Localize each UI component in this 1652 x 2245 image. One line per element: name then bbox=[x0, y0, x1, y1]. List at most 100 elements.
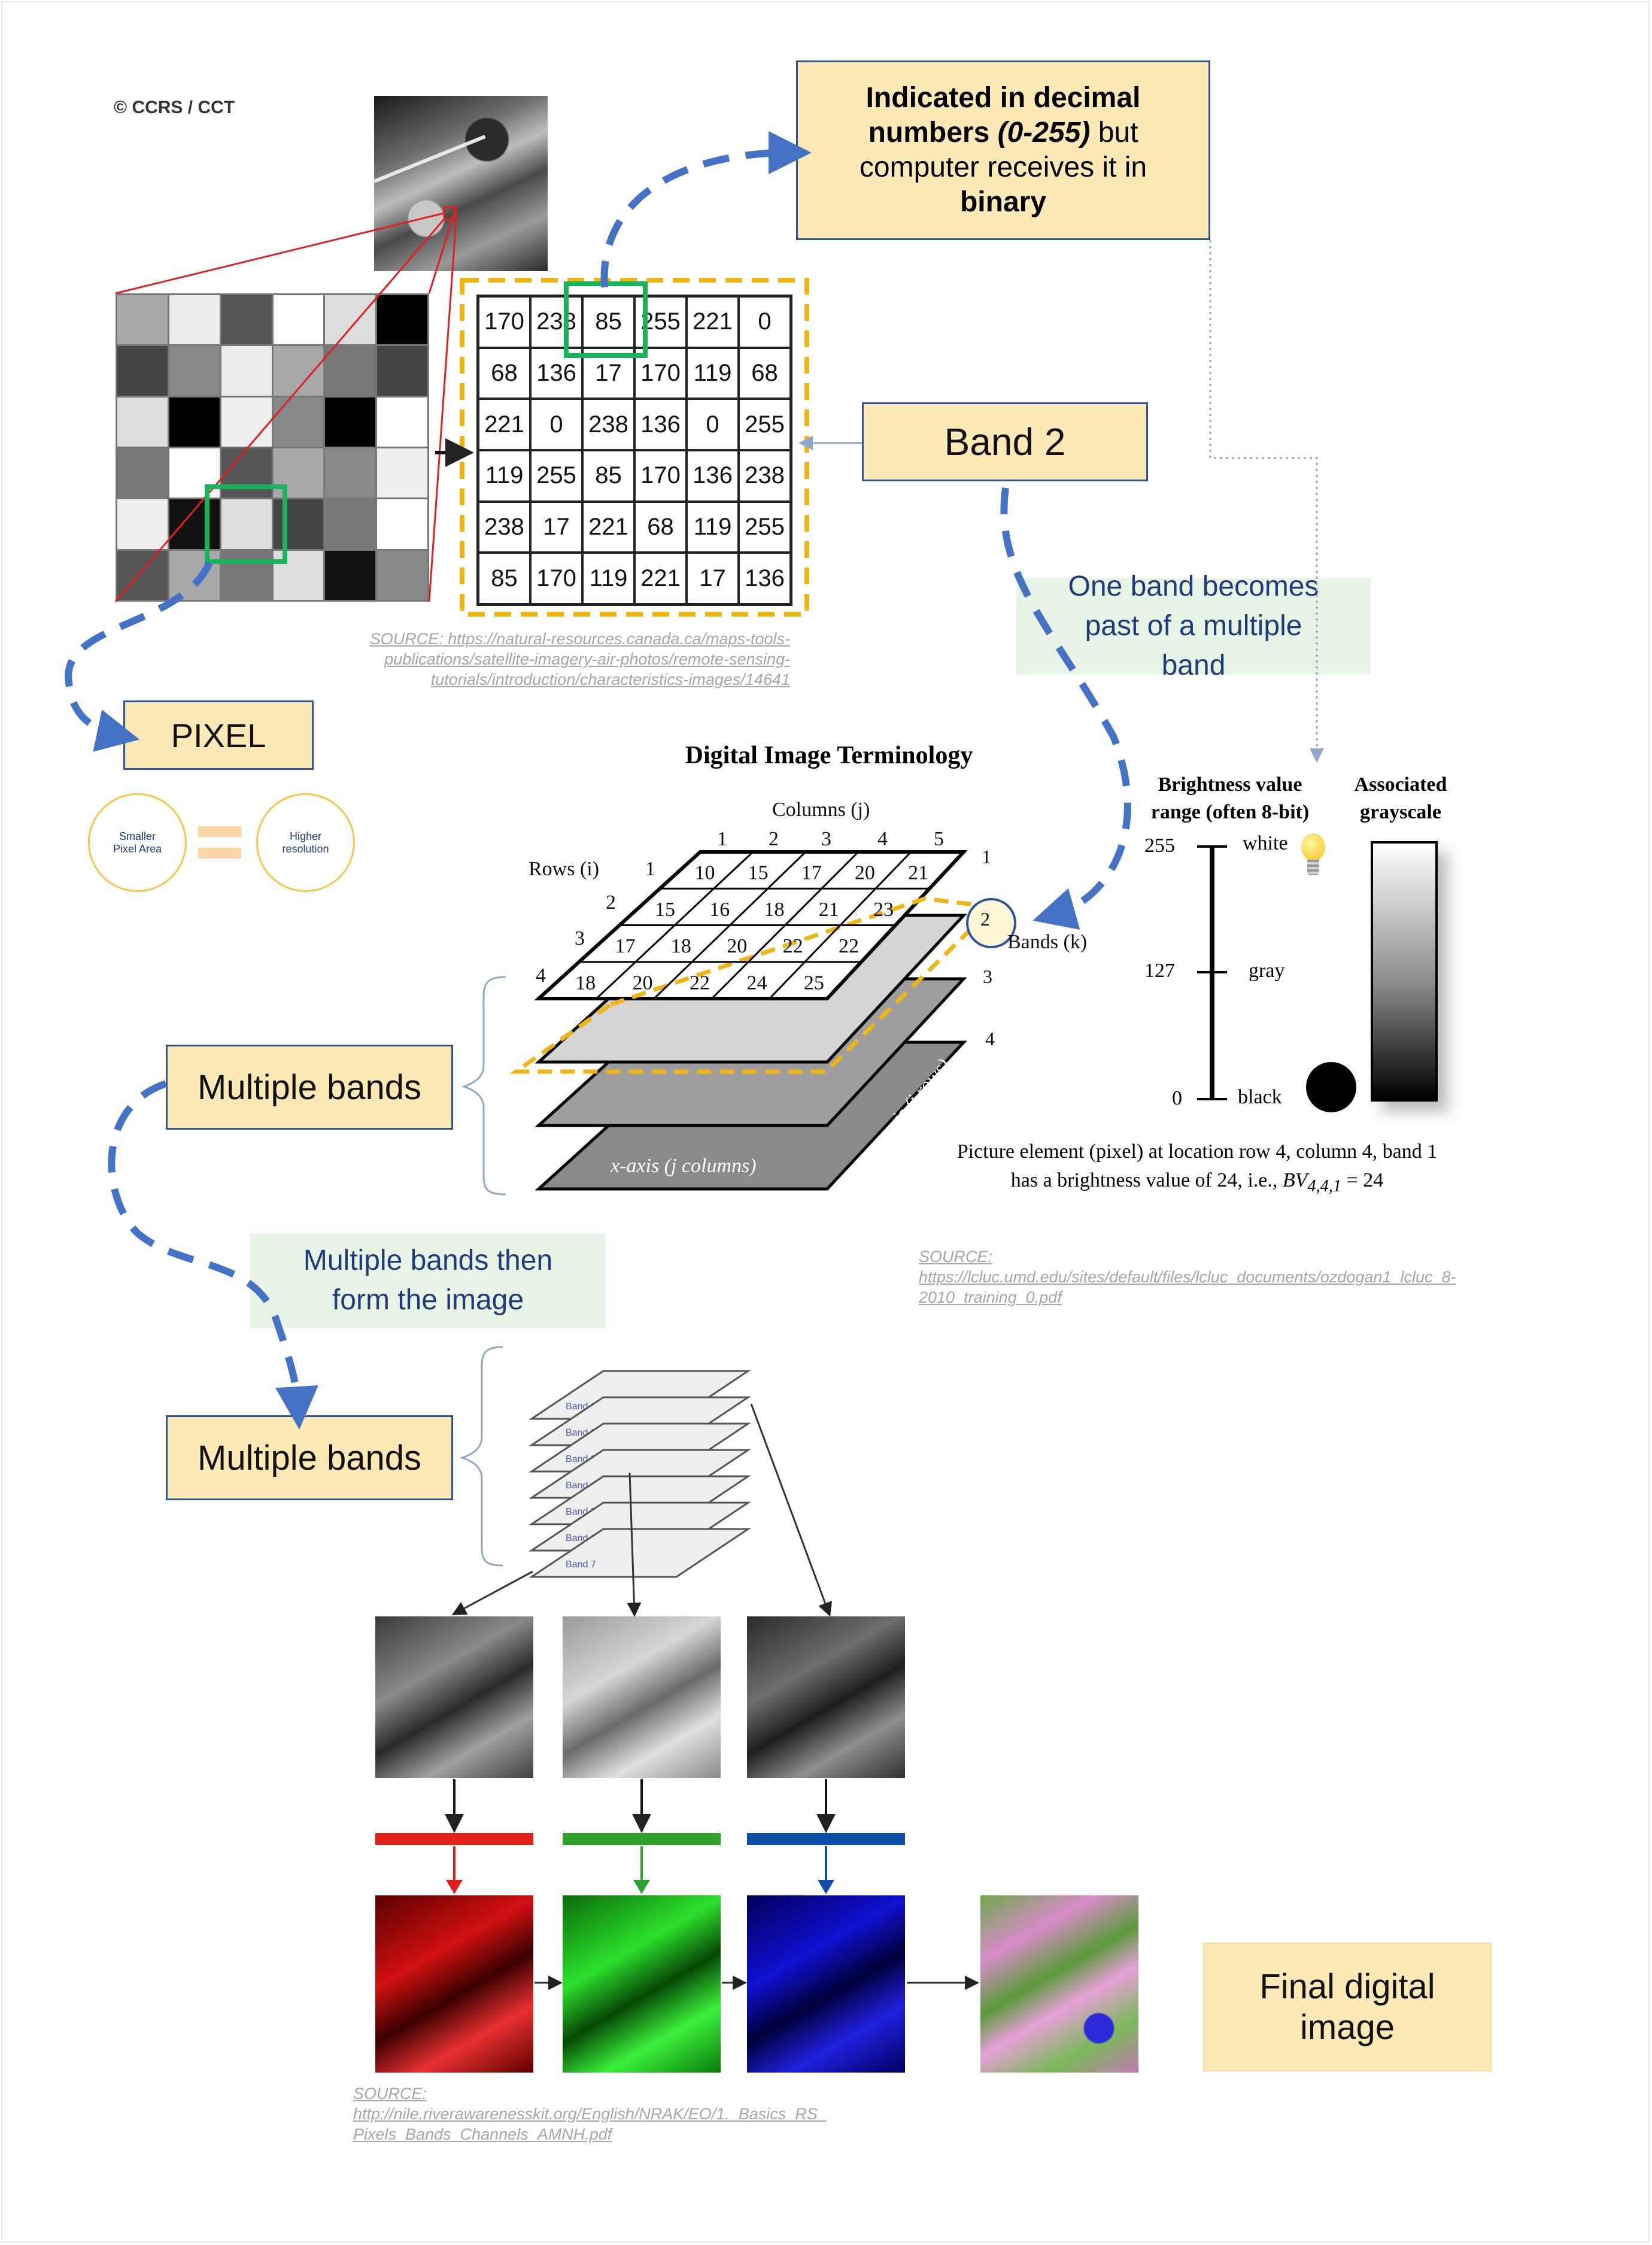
grid-value: 22 bbox=[783, 935, 803, 957]
grid-value: 21 bbox=[908, 862, 928, 884]
copyright: © CCRS / CCT bbox=[114, 98, 235, 117]
pixel-callout: PIXEL bbox=[123, 700, 314, 770]
source-2-line2: https://lcluc.umd.edu/sites/default/file… bbox=[919, 1268, 1456, 1286]
column-number: 2 bbox=[769, 828, 779, 850]
arrow-value-to-decimal bbox=[600, 131, 812, 288]
x-axis-label: x-axis (j columns) bbox=[610, 1155, 757, 1177]
terminology-title: Digital Image Terminology bbox=[685, 742, 973, 769]
caption-prefix: has a brightness value of 24, i.e., bbox=[1010, 1169, 1278, 1191]
value-cell: 238 bbox=[478, 501, 530, 553]
gray-cell bbox=[377, 397, 427, 447]
value-cell: 255 bbox=[739, 399, 791, 450]
caption-bv: BV bbox=[1282, 1169, 1308, 1191]
band-stack-label: Band 7 bbox=[566, 1560, 596, 1570]
brightness-header-line1: Brightness value bbox=[1158, 773, 1302, 796]
gray-cell bbox=[221, 550, 272, 600]
value-cell: 136 bbox=[739, 553, 791, 604]
grid-value: 18 bbox=[671, 935, 691, 957]
columns-label: Columns (j) bbox=[772, 799, 870, 821]
grayscale-bar bbox=[1371, 841, 1438, 1102]
value-grid-dashed-border bbox=[460, 278, 809, 617]
gray-cell bbox=[377, 448, 427, 498]
blue-channel-bar bbox=[747, 1833, 905, 1845]
source-2-line3: 2010_training_0.pdf bbox=[919, 1288, 1062, 1306]
caption-line1: Picture element (pixel) at location row … bbox=[956, 1140, 1438, 1163]
grid-value: 16 bbox=[709, 899, 730, 921]
value-cell: 0 bbox=[739, 296, 791, 348]
equals-bar-bottom bbox=[198, 848, 241, 858]
grid-value: 20 bbox=[727, 935, 747, 957]
grid-value: 22 bbox=[690, 972, 710, 994]
grid-value: 23 bbox=[873, 899, 894, 921]
band-number: 2 bbox=[980, 908, 990, 930]
decimal-connector bbox=[1209, 240, 1324, 763]
band-photo-2 bbox=[563, 1616, 721, 1778]
value-cell: 170 bbox=[478, 296, 530, 348]
gray-cell bbox=[117, 346, 168, 396]
red-channel-bar bbox=[375, 1833, 533, 1845]
higher-resolution-circle: Higher resolution bbox=[256, 793, 355, 892]
higher-resolution-text: Higher resolution bbox=[282, 830, 329, 855]
value-cell: 85 bbox=[582, 296, 634, 348]
brightness-value-127: 127 bbox=[1144, 960, 1175, 982]
value-cell: 136 bbox=[687, 450, 739, 502]
gray-cell bbox=[117, 295, 168, 345]
grid-value: 17 bbox=[615, 935, 636, 957]
value-cell: 170 bbox=[634, 347, 687, 399]
value-cell: 68 bbox=[478, 347, 530, 399]
value-cell: 68 bbox=[739, 347, 791, 399]
gray-cell bbox=[325, 448, 376, 498]
gray-cell bbox=[117, 550, 168, 600]
grayscale-header-line2: grayscale bbox=[1360, 801, 1441, 823]
value-cell: 85 bbox=[582, 450, 634, 502]
source-1: SOURCE: https://natural-resources.canada… bbox=[323, 629, 790, 690]
grid-value: 22 bbox=[839, 935, 859, 957]
source-2-line1: SOURCE: bbox=[919, 1248, 993, 1266]
value-cell: 255 bbox=[530, 450, 582, 502]
row-number: 1 bbox=[645, 858, 655, 880]
row-number: 3 bbox=[575, 927, 585, 949]
band2-label: Band 2 bbox=[944, 420, 1066, 463]
grid-value: 20 bbox=[633, 972, 653, 994]
green-channel-photo bbox=[563, 1895, 721, 2073]
green-channel-bar bbox=[563, 1833, 721, 1845]
grid-value: 15 bbox=[748, 862, 769, 884]
stack-to-photo-arrows bbox=[451, 1403, 832, 1617]
value-cell: 136 bbox=[634, 399, 687, 450]
zoom-lines bbox=[114, 206, 457, 602]
value-cell: 238 bbox=[530, 296, 582, 348]
gray-cell bbox=[377, 346, 427, 396]
decimal-text: but computer receives it in bbox=[859, 117, 1147, 183]
grayscale-pixel-grid bbox=[116, 293, 429, 602]
gray-cell bbox=[377, 295, 427, 345]
final-image-callout: Final digital image bbox=[1203, 1943, 1492, 2071]
brightness-header: Brightness value range (often 8-bit) bbox=[1131, 771, 1329, 826]
band-number: 3 bbox=[983, 966, 992, 987]
gray-cell bbox=[273, 295, 324, 345]
gray-cell bbox=[325, 295, 376, 345]
gray-cell bbox=[221, 499, 272, 549]
value-cell: 0 bbox=[530, 399, 582, 450]
value-cell: 119 bbox=[478, 450, 530, 502]
value-cell: 238 bbox=[582, 399, 634, 450]
brace-2 bbox=[458, 1346, 503, 1567]
source-3-line3: Pixels_Bands_Channels_AMNH.pdf bbox=[353, 2125, 612, 2143]
gray-cell bbox=[117, 448, 168, 498]
value-cell: 119 bbox=[582, 553, 634, 604]
gray-cell bbox=[273, 499, 324, 549]
grid-value: 25 bbox=[804, 972, 824, 994]
gray-grid-highlight bbox=[205, 484, 287, 564]
value-cell: 136 bbox=[530, 347, 582, 399]
layer-stack-3d bbox=[534, 850, 968, 1191]
stack-arrow-3 bbox=[750, 1403, 832, 1617]
multiple-bands-callout-1: Multiple bands bbox=[166, 1045, 453, 1130]
zoom-line-2 bbox=[428, 207, 457, 294]
final-image-label: Final digital image bbox=[1259, 1967, 1435, 2047]
gray-cell bbox=[325, 346, 376, 396]
value-cell: 119 bbox=[687, 347, 739, 399]
grid-value: 24 bbox=[746, 972, 767, 994]
gray-cell bbox=[325, 499, 376, 549]
equals-bar-top bbox=[198, 826, 241, 837]
